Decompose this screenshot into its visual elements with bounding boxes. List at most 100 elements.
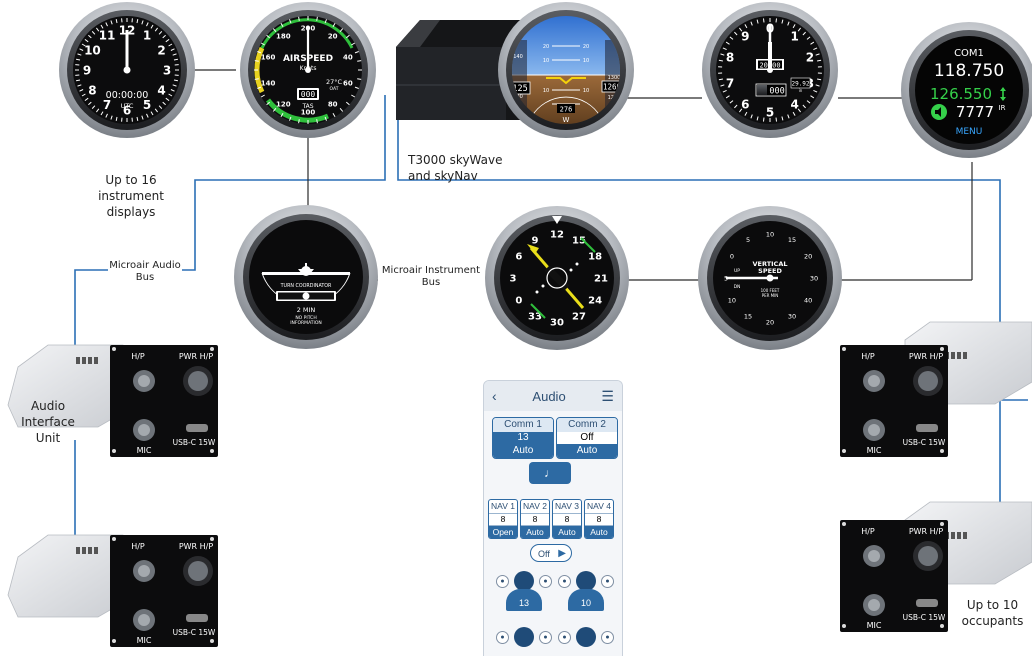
svg-text:10: 10	[583, 88, 589, 94]
nav3-control[interactable]: NAV 3 8 Auto	[552, 499, 582, 539]
gauge-tick	[817, 79, 821, 80]
gauge-tick	[317, 119, 318, 123]
hsi-heading-label: 21	[594, 274, 608, 285]
clock-gauge: 121234567891011 00:00:00 UTC	[59, 2, 195, 138]
panel-label-pwr: PWR H/P	[179, 352, 214, 361]
vsi-gauge: 101520304030201510505 VERTICAL SPEED UP …	[698, 206, 842, 350]
mic-icon[interactable]: ●	[496, 631, 509, 644]
vsi-mark-label: 15	[744, 312, 752, 320]
hsi-heading-label: 6	[515, 252, 522, 263]
svg-text:20: 20	[583, 44, 589, 50]
mic-icon[interactable]: ●	[496, 575, 509, 588]
svg-text:10: 10	[543, 58, 549, 64]
nav2-label: NAV 2	[521, 500, 549, 513]
comm1-control[interactable]: Comm 1 13 Auto	[492, 417, 554, 459]
caption-occupants: Up to 10 occupants	[955, 597, 1030, 629]
comm2-mode[interactable]: Auto	[557, 444, 617, 458]
occupant-1-volume: 13	[506, 589, 542, 611]
clock-time: 00:00:00	[106, 90, 149, 101]
vsi-mark-label: 40	[804, 296, 812, 304]
svg-text:1300: 1300	[608, 75, 621, 81]
vsi-mark-label: 0	[730, 252, 734, 260]
gauge-tick	[357, 61, 361, 62]
vsi-mark-label: 5	[746, 236, 750, 244]
altimeter-bottom-readout: 000	[769, 87, 784, 97]
speaker-small-icon[interactable]: ●	[601, 631, 614, 644]
speaker-small-icon[interactable]: ●	[539, 575, 552, 588]
caption-audio-interface-unit: Audio Interface Unit	[18, 398, 78, 446]
occupant-2[interactable]: ● 10 ●	[558, 571, 614, 619]
alert-bell-button[interactable]: ♩	[529, 462, 571, 484]
clock-numeral: 1	[143, 29, 151, 43]
panel-label-mic: MIC	[867, 621, 882, 630]
occupant-2-volume: 10	[568, 589, 604, 611]
nav2-value: 8	[521, 513, 549, 526]
menu-icon[interactable]: ☰	[601, 388, 614, 405]
panel-label-mic: MIC	[137, 636, 152, 645]
panel-label-usb: USB-C 15W	[903, 613, 946, 622]
clock-numeral: 9	[83, 63, 91, 77]
altimeter-digit: 2	[806, 50, 814, 64]
comm1-label: Comm 1	[493, 418, 553, 432]
mic-icon[interactable]: ●	[558, 631, 571, 644]
nav1-control[interactable]: NAV 1 8 Open	[488, 499, 518, 539]
audio-app-screen: ‹ Audio ☰ Comm 1 13 Auto Comm 2 Off Auto…	[483, 380, 623, 656]
hsi-heading-label: 18	[588, 252, 602, 263]
vsi-dn: DN	[734, 284, 741, 290]
comm1-value: 13	[493, 432, 553, 444]
nav4-control[interactable]: NAV 4 8 Auto	[584, 499, 614, 539]
altimeter-digit: 7	[726, 76, 734, 90]
speaker-small-icon[interactable]: ●	[539, 631, 552, 644]
turn-coordinator-label: TURN COORDINATOR	[280, 283, 332, 289]
nav2-mode[interactable]: Auto	[521, 526, 549, 538]
gauge-tick	[776, 118, 777, 122]
vsi-mark-label: 10	[766, 230, 774, 238]
speaker-small-icon[interactable]: ●	[601, 575, 614, 588]
airspeed-tick-label: 140	[261, 80, 276, 88]
caption-t3000: T3000 skyWave and skyNav	[408, 152, 512, 184]
airspeed-tick-label: 80	[328, 101, 338, 109]
svg-text:10: 10	[543, 88, 549, 94]
hsi-heading-label: 12	[550, 230, 564, 241]
speaker-icon	[931, 104, 947, 120]
efis-heading: 276	[560, 106, 573, 114]
nav1-label: NAV 1	[489, 500, 517, 513]
comm2-control[interactable]: Comm 2 Off Auto	[556, 417, 618, 459]
occupant-4[interactable]: ● ●	[558, 627, 614, 656]
occupant-1[interactable]: ● 13 ●	[496, 571, 552, 619]
gauge-tick	[764, 18, 765, 22]
nav2-control[interactable]: NAV 2 8 Auto	[520, 499, 550, 539]
nav3-mode[interactable]: Auto	[553, 526, 581, 538]
altimeter-baro: 29.92	[791, 81, 809, 88]
panel-label-hp: H/P	[861, 352, 875, 361]
nav1-mode[interactable]: Open	[489, 526, 517, 538]
gauge-tick	[719, 60, 723, 61]
gauge-tick	[299, 17, 300, 21]
com-radio-display: COM1 118.750 126.550 7777 IR MENU	[901, 22, 1032, 158]
airspeed-tick-label: 120	[276, 101, 291, 109]
nav4-value: 8	[585, 513, 613, 526]
com-title: COM1	[954, 48, 984, 59]
usb-c-port-icon	[916, 424, 938, 432]
app-header: ‹ Audio ☰	[484, 381, 622, 411]
mic-icon[interactable]: ●	[558, 575, 571, 588]
intercom-toggle[interactable]: Off ▶	[530, 544, 572, 562]
occupant-3[interactable]: ● ●	[496, 627, 552, 656]
clock-numeral: 8	[88, 83, 96, 97]
panel-label-usb: USB-C 15W	[903, 438, 946, 447]
app-title: Audio	[532, 389, 565, 404]
com-standby-frequency: 126.550	[930, 85, 992, 103]
nav4-mode[interactable]: Auto	[585, 526, 613, 538]
airspeed-gauge: 20020406080100120140160180 AIRSPEED Knot…	[240, 2, 376, 138]
panel-label-hp: H/P	[861, 527, 875, 536]
comm1-mode[interactable]: Auto	[493, 444, 553, 458]
airspeed-tick-label: 180	[276, 33, 291, 41]
hsi-heading-label: 3	[510, 274, 517, 285]
usb-c-port-icon	[186, 614, 208, 622]
back-chevron-icon[interactable]: ‹	[492, 388, 497, 404]
oat-label: OAT	[330, 86, 339, 92]
hsi-heading-label: 24	[588, 296, 602, 307]
turn-coordinator-note2: INFORMATION	[290, 320, 322, 326]
panel-label-mic: MIC	[867, 446, 882, 455]
